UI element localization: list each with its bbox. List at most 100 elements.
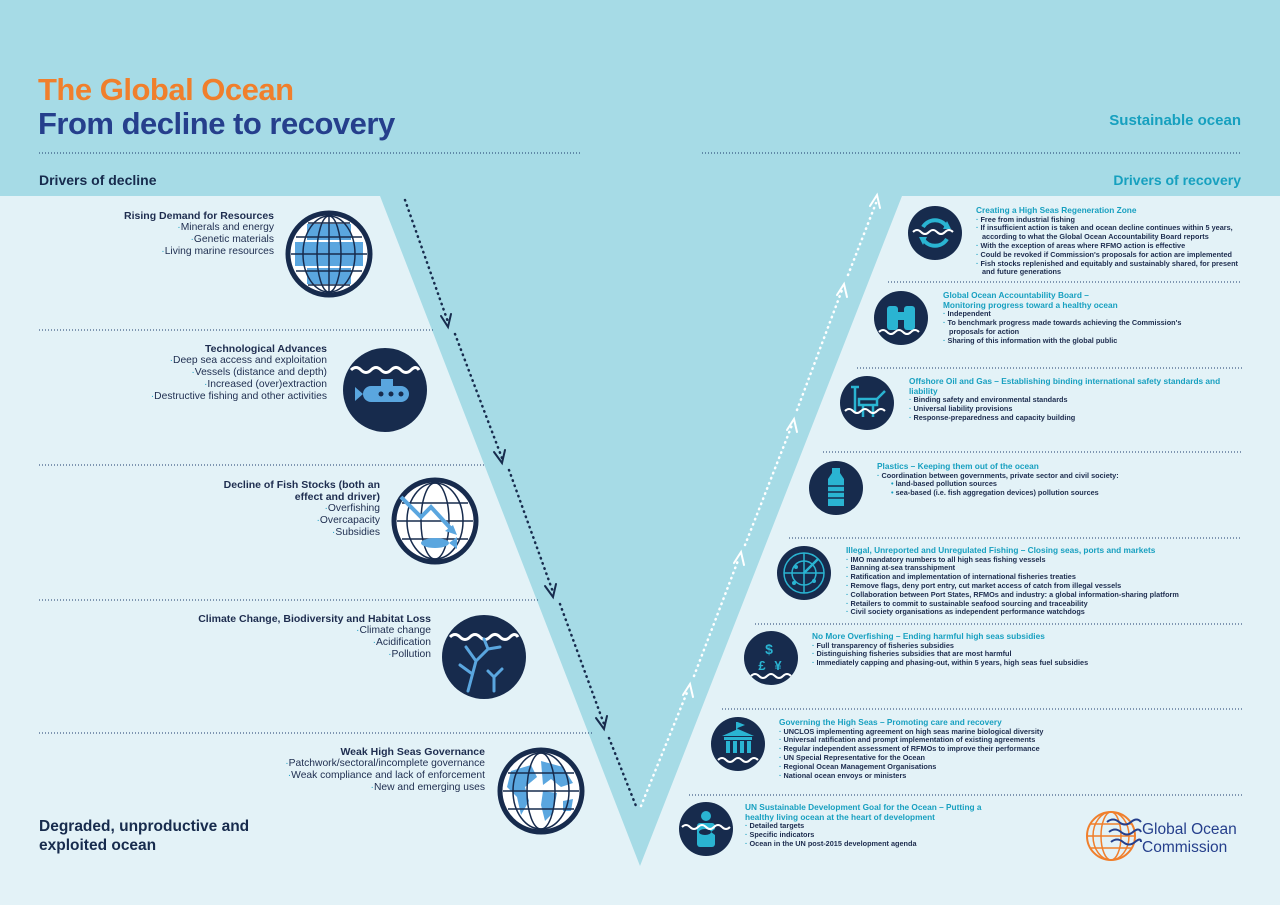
plastic-bottle-icon (809, 461, 863, 515)
recovery-title: Governing the High Seas – Promoting care… (779, 717, 1002, 727)
page-title: The Global Ocean (38, 72, 294, 107)
recovery-subitem: land-based pollution sources (877, 480, 1177, 489)
recovery-block: Illegal, Unreported and Unregulated Fish… (846, 545, 1206, 617)
submarine-icon (343, 348, 427, 432)
decline-item: Acidification (131, 637, 431, 649)
recovery-item: Regular independent assessment of RFMOs … (779, 744, 1099, 754)
recovery-item: With the exception of areas where RFMO a… (976, 241, 1238, 251)
decline-item: Weak compliance and lack of enforcement (185, 770, 485, 782)
recovery-title: Illegal, Unreported and Unregulated Fish… (846, 545, 1156, 555)
decline-item: Patchwork/sectoral/incomplete governance (185, 758, 485, 770)
recovery-block: No More Overfishing – Ending harmful hig… (812, 631, 1132, 668)
recovery-item: UN Special Representative for the Ocean (779, 753, 1099, 763)
recovery-title: Global Ocean Accountability Board – Moni… (943, 290, 1118, 310)
recovery-item: Collaboration between Port States, RFMOs… (846, 590, 1206, 600)
degraded-ocean-label: Degraded, unproductive and exploited oce… (39, 818, 250, 854)
decline-item: Overfishing (210, 503, 380, 515)
recovery-item: Sharing of this information with the glo… (943, 336, 1193, 346)
radar-icon (777, 546, 831, 600)
decline-block: Decline of Fish Stocks (both an effect a… (210, 479, 380, 539)
recovery-title: Plastics – Keeping them out of the ocean (877, 461, 1039, 471)
recovery-item: Distinguishing fisheries subsidies that … (812, 650, 1132, 659)
decline-block: Technological Advances Deep sea access a… (47, 343, 327, 403)
recovery-item: Ratification and implementation of inter… (846, 572, 1206, 582)
decline-item: Climate change (131, 625, 431, 637)
recovery-item: If insufficient action is taken and ocea… (976, 224, 1238, 242)
decline-title: Rising Demand for Resources (124, 210, 274, 222)
fish-decline-icon (391, 477, 479, 565)
recovery-item: Banning at-sea transshipment (846, 564, 1206, 573)
decline-block: Climate Change, Biodiversity and Habitat… (131, 613, 431, 661)
recovery-item: Immediately capping and phasing-out, wit… (812, 658, 1132, 668)
drivers-of-decline-heading: Drivers of decline (39, 172, 157, 188)
recovery-item: Civil society organisations as independe… (846, 608, 1206, 617)
recovery-arrow (639, 192, 881, 808)
logo-wordmark: Global Ocean Commission (1142, 821, 1237, 857)
recovery-block: UN Sustainable Development Goal for the … (745, 802, 985, 849)
recovery-subitem: sea-based (i.e. fish aggregation devices… (877, 488, 1177, 498)
recovery-title: Offshore Oil and Gas – Establishing bind… (909, 376, 1221, 396)
recovery-item: Independent (943, 309, 1193, 319)
globe-logo-icon (1086, 811, 1142, 861)
recovery-block: Creating a High Seas Regeneration Zone F… (976, 205, 1238, 278)
government-building-icon (711, 717, 765, 771)
sustainable-ocean-label: Sustainable ocean (1109, 112, 1241, 129)
currency-icon: $ £ ¥ (744, 631, 798, 685)
binoculars-icon (874, 291, 928, 345)
recovery-item: Full transparency of fisheries subsidies (812, 641, 1132, 651)
page-subtitle: From decline to recovery (38, 106, 395, 141)
decline-item: Subsidies (210, 527, 380, 539)
recovery-block: Offshore Oil and Gas – Establishing bind… (909, 376, 1249, 423)
recovery-title: Creating a High Seas Regeneration Zone (976, 205, 1137, 215)
recovery-item: Free from industrial fishing (976, 215, 1238, 225)
logo-line1: Global Ocean (1142, 821, 1237, 838)
recovery-item: Retailers to commit to sustainable seafo… (846, 599, 1206, 609)
decline-item: Pollution (131, 649, 432, 661)
svg-text:$: $ (765, 641, 773, 657)
decline-item: Vessels (distance and depth) (47, 367, 327, 379)
recovery-block: Global Ocean Accountability Board – Moni… (943, 290, 1193, 346)
decline-title: Technological Advances (205, 343, 327, 355)
coral-icon (442, 615, 526, 699)
drivers-of-recovery-heading: Drivers of recovery (1113, 172, 1241, 188)
header-band (0, 0, 1280, 866)
grid-globe-icon (285, 210, 373, 298)
person-fish-icon (679, 802, 733, 856)
oil-rig-icon (840, 376, 894, 430)
recovery-item: Response-preparedness and capacity build… (909, 413, 1249, 423)
decline-item: Increased (over)extraction (47, 379, 327, 391)
decline-item: Genetic materials (14, 234, 274, 246)
decline-item: Destructive fishing and other activities (47, 391, 327, 403)
recovery-item: Detailed targets (745, 821, 985, 831)
recovery-item: Fish stocks replenished and equitably an… (976, 259, 1238, 278)
decline-arrow (403, 198, 638, 808)
recovery-item: To benchmark progress made towards achie… (943, 318, 1193, 337)
recovery-item: Universal liability provisions (909, 404, 1249, 414)
logo-line2: Commission (1142, 839, 1228, 856)
decline-block: Weak High Seas Governance Patchwork/sect… (185, 746, 485, 794)
recovery-item: National ocean envoys or ministers (779, 771, 1099, 781)
decline-title: Decline of Fish Stocks (both an effect a… (223, 479, 380, 503)
recovery-block: Governing the High Seas – Promoting care… (779, 717, 1099, 781)
decline-item: Living marine resources (14, 246, 274, 258)
decline-item: Deep sea access and exploitation (47, 355, 327, 367)
recovery-item: Binding safety and environmental standar… (909, 395, 1249, 405)
recovery-item: Regional Ocean Management Organisations (779, 762, 1099, 772)
recovery-item: Could be revoked if Commission's proposa… (976, 250, 1238, 260)
decline-item: New and emerging uses (185, 782, 485, 794)
svg-text:¥: ¥ (774, 658, 782, 673)
decline-block: Rising Demand for Resources Minerals and… (14, 210, 274, 258)
recovery-item: Ocean in the UN post-2015 development ag… (745, 839, 985, 849)
recovery-block: Plastics – Keeping them out of the ocean… (877, 461, 1177, 498)
recovery-item: Coordination between governments, privat… (877, 471, 1177, 481)
recovery-item: Universal ratification and prompt implem… (779, 736, 1099, 745)
recovery-item: Remove flags, deny port entry, cut marke… (846, 581, 1206, 591)
decline-item: Minerals and energy (14, 222, 274, 234)
recovery-item: Specific indicators (745, 830, 985, 840)
recovery-item: UNCLOS implementing agreement on high se… (779, 727, 1099, 737)
recovery-title: No More Overfishing – Ending harmful hig… (812, 631, 1045, 641)
decline-title: Climate Change, Biodiversity and Habitat… (198, 613, 431, 625)
svg-text:£: £ (758, 658, 766, 673)
recovery-title: UN Sustainable Development Goal for the … (745, 802, 982, 822)
